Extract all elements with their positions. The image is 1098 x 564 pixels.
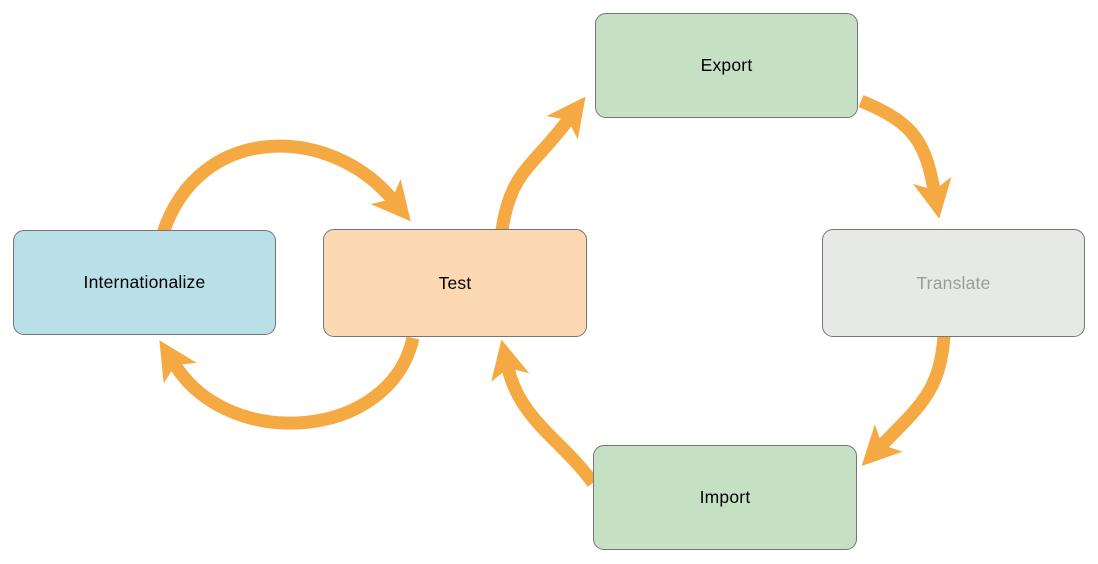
arrow-export-to-translate [858,94,952,219]
node-export: Export [595,13,858,118]
arrow-translate-to-import [861,335,951,466]
arrow-test-to-export [495,96,586,231]
node-import-label: Import [699,487,751,507]
node-import: Import [593,445,857,550]
arrow-import-to-test [491,339,599,487]
arrow-test-to-internationalize [159,336,420,430]
node-test: Test [323,229,587,337]
node-translate: Translate [822,229,1085,337]
node-export-label: Export [700,55,753,75]
arrow-internationalize-to-test [156,139,411,236]
node-internationalize: Internationalize [13,230,276,335]
node-internationalize-label: Internationalize [83,272,206,292]
node-translate-label: Translate [916,272,991,293]
node-test-label: Test [438,272,472,293]
